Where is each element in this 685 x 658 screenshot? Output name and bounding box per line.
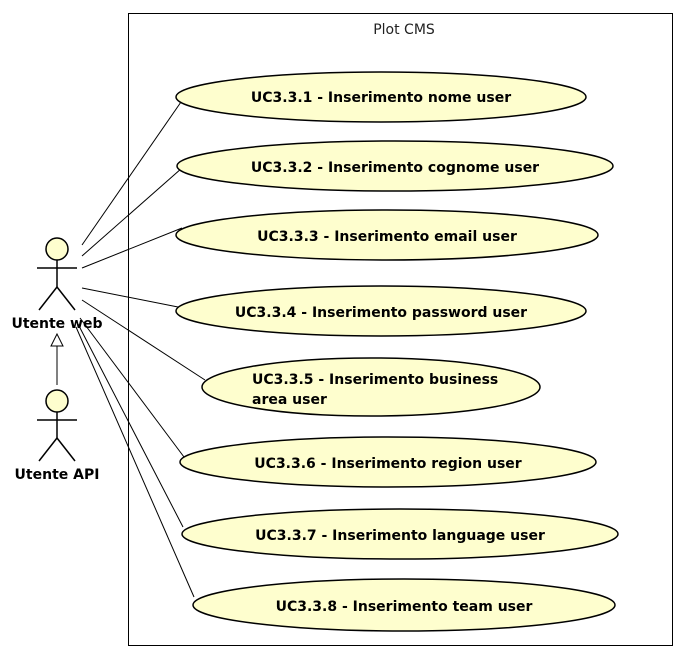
- actor-label: Utente API: [15, 467, 100, 483]
- use-case-label-line-2: area user: [252, 392, 327, 408]
- use-case-ellipse: [192, 578, 616, 632]
- system-title: Plot CMS: [373, 22, 435, 38]
- use-case-label: UC3.3.8 - Inserimento team user: [276, 599, 533, 615]
- actor-right-leg: [56, 437, 76, 462]
- use-case-ellipse: [176, 140, 614, 192]
- generalization: [50, 332, 64, 385]
- associations: [75, 101, 206, 598]
- actor-right-leg: [56, 286, 76, 311]
- generalization-arrowhead: [50, 332, 64, 347]
- association-uc7: [77, 323, 184, 528]
- use-case-uc3-3-2: UC3.3.2 - Inserimento cognome user: [176, 140, 614, 192]
- use-case-label: UC3.3.1 - Inserimento nome user: [251, 90, 511, 106]
- use-case-uc3-3-1: UC3.3.1 - Inserimento nome user: [175, 71, 587, 123]
- association-uc2: [81, 167, 183, 257]
- association-uc4: [81, 287, 179, 308]
- association-uc6: [79, 317, 185, 458]
- actor-head: [45, 237, 69, 261]
- actor-label: Utente web: [11, 316, 102, 332]
- association-uc8: [75, 326, 195, 598]
- actor-head: [45, 389, 69, 413]
- association-uc1: [81, 101, 182, 246]
- use-case-uc3-3-3: UC3.3.3 - Inserimento email user: [175, 209, 599, 261]
- use-case-ellipse: [201, 357, 541, 417]
- use-case-uc3-3-8: UC3.3.8 - Inserimento team user: [192, 578, 616, 632]
- use-case-ellipse: [181, 508, 619, 560]
- use-case-uc3-3-4: UC3.3.4 - Inserimento password user: [175, 285, 587, 337]
- actor-left-leg: [38, 286, 58, 311]
- use-case-label-line-1: UC3.3.5 - Inserimento business: [252, 372, 498, 388]
- actor-utente-web: Utente web: [11, 237, 103, 332]
- association-uc5: [81, 299, 206, 381]
- use-case-uc3-3-7: UC3.3.7 - Inserimento language user: [181, 508, 619, 560]
- use-case-label: UC3.3.3 - Inserimento email user: [257, 229, 517, 245]
- use-case-label: UC3.3.4 - Inserimento password user: [235, 305, 527, 321]
- association-uc3: [81, 227, 183, 269]
- use-case-label: UC3.3.2 - Inserimento cognome user: [251, 160, 539, 176]
- use-case-ellipse: [175, 71, 587, 123]
- use-case-label: UC3.3.7 - Inserimento language user: [255, 528, 545, 544]
- use-case-ellipse: [179, 436, 597, 488]
- use-case-ellipse: [175, 285, 587, 337]
- use-case-ellipse: [175, 209, 599, 261]
- use-case-uc3-3-5: UC3.3.5 - Inserimento business area user: [201, 357, 541, 417]
- actor-left-leg: [38, 437, 58, 462]
- actor-utente-api: Utente API: [15, 389, 100, 483]
- system-boundary: [128, 13, 673, 646]
- use-case-uc3-3-6: UC3.3.6 - Inserimento region user: [179, 436, 597, 488]
- use-case-label: UC3.3.6 - Inserimento region user: [254, 456, 521, 472]
